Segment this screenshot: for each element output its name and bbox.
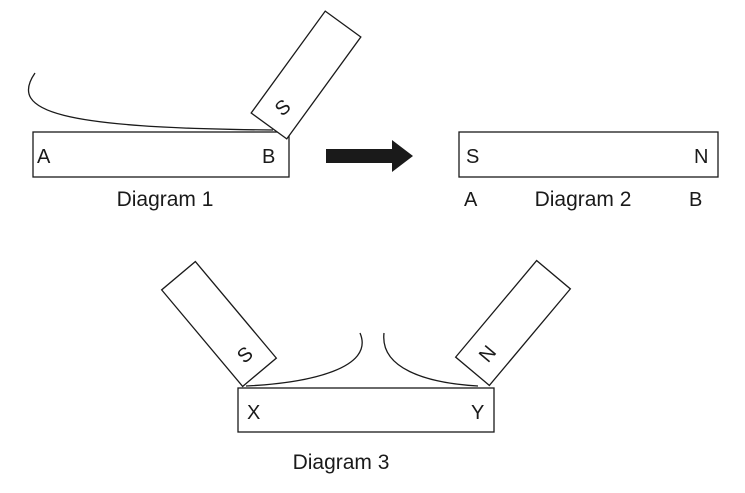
bar-end-y-label: Y [471,402,484,424]
end-a-label: A [464,189,478,211]
bar-end-x-label: X [247,402,260,424]
diagram-2-caption: Diagram 2 [535,188,632,211]
iron-bar-xy [237,387,495,433]
diagram-3: S N X Y Diagram 3 [160,259,572,474]
stroke-path-curve [27,72,274,131]
transform-arrow [326,140,413,172]
right-magnet: N [454,259,572,387]
diagram-3-caption: Diagram 3 [293,451,390,474]
end-b-label: B [689,189,702,211]
pole-n-label: N [694,146,708,168]
left-stroke-curve [245,332,363,387]
stroking-magnet: S [250,10,362,140]
right-stroke-curve [383,332,479,387]
magnetised-bar [458,131,719,178]
right-arrow-icon [326,140,413,172]
diagram-1: S A B Diagram 1 [27,10,362,211]
pole-s-label: S [466,146,479,168]
diagram-2: S N A Diagram 2 B [458,131,719,211]
diagram-1-caption: Diagram 1 [117,188,214,211]
bar-end-a-label: A [37,146,51,168]
bar-end-b-label: B [262,146,275,168]
left-magnet: S [160,260,278,388]
iron-bar-ab [32,131,290,178]
